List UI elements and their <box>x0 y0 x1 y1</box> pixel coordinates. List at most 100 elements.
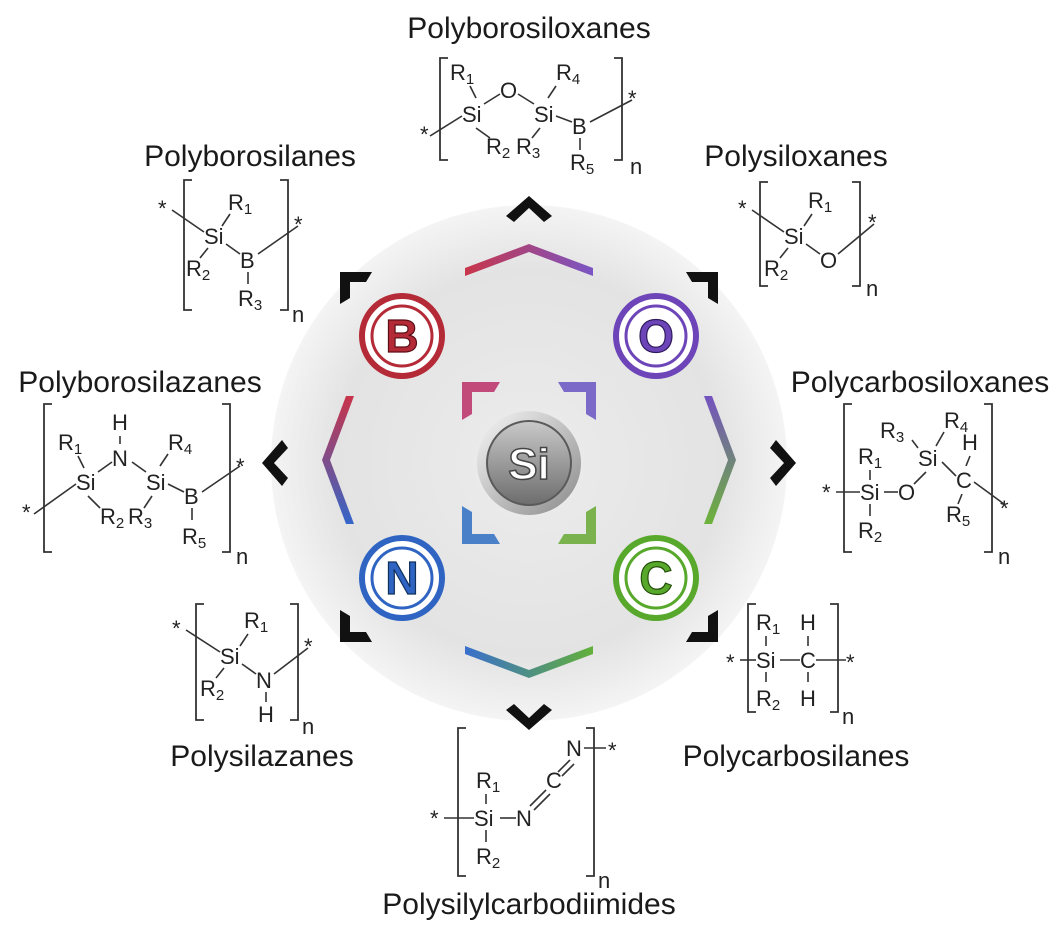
chevron-up-icon <box>506 196 552 222</box>
element-badge-b: B <box>359 293 445 379</box>
structure-polyborosiloxanes: * * n Si R1 O Si R4 R2 R3 B R5 <box>420 57 642 179</box>
connector-right <box>704 396 736 524</box>
svg-text:B: B <box>572 114 587 139</box>
svg-text:N: N <box>385 552 418 604</box>
svg-text:R1: R1 <box>476 768 500 796</box>
svg-text:H: H <box>800 610 816 635</box>
svg-text:R2: R2 <box>200 676 224 704</box>
structure-polysilylcarbodiimides: * * n Si R1 R2 N C N <box>430 727 617 893</box>
svg-text:R2: R2 <box>186 256 210 284</box>
label-polyborosilanes: Polyborosilanes <box>144 140 356 173</box>
svg-text:*: * <box>420 122 429 147</box>
svg-text:Si: Si <box>474 806 494 831</box>
structure-polysiloxanes: * * n Si R1 R2 O <box>738 181 878 301</box>
svg-text:R5: R5 <box>946 502 970 530</box>
structure-polysilazanes: * * n Si R1 R2 N H <box>172 603 314 739</box>
svg-text:R3: R3 <box>128 504 152 532</box>
si-badge <box>486 420 572 506</box>
element-badge-o: O <box>613 293 699 379</box>
svg-text:O: O <box>820 248 837 273</box>
svg-text:H: H <box>800 686 816 711</box>
svg-text:R1: R1 <box>58 430 82 458</box>
svg-text:N: N <box>516 806 532 831</box>
svg-text:R2: R2 <box>858 518 882 546</box>
corner-chevron-tl-icon <box>340 272 372 304</box>
svg-text:Si: Si <box>756 648 776 673</box>
svg-text:B: B <box>240 248 255 273</box>
svg-text:*: * <box>430 806 439 831</box>
svg-text:Si: Si <box>860 480 880 505</box>
svg-text:R1: R1 <box>244 608 268 636</box>
svg-text:B: B <box>184 484 199 509</box>
svg-text:C: C <box>546 768 562 793</box>
svg-text:C: C <box>639 552 672 604</box>
svg-text:O: O <box>638 310 674 362</box>
label-polysilazanes: Polysilazanes <box>170 740 353 773</box>
svg-text:R4: R4 <box>944 408 968 436</box>
svg-text:n: n <box>842 704 854 729</box>
svg-text:Si: Si <box>534 102 554 127</box>
svg-text:R1: R1 <box>756 610 780 638</box>
label-polyborosiloxanes: Polyborosiloxanes <box>407 12 650 45</box>
svg-text:R4: R4 <box>168 430 192 458</box>
element-badge-n: N <box>359 535 445 621</box>
svg-text:*: * <box>868 210 877 235</box>
svg-text:n: n <box>302 714 314 739</box>
svg-text:H: H <box>258 702 274 727</box>
svg-text:R1: R1 <box>808 188 832 216</box>
chevron-left-icon <box>262 440 288 486</box>
corner-chevron-tr-icon <box>686 272 718 304</box>
svg-text:R5: R5 <box>182 524 206 552</box>
svg-text:n: n <box>866 276 878 301</box>
label-polysiloxanes: Polysiloxanes <box>704 140 887 173</box>
svg-text:*: * <box>822 480 831 505</box>
svg-text:n: n <box>630 154 642 179</box>
svg-text:R2: R2 <box>476 844 500 872</box>
structure-polyborosilanes: * * n Si R1 R2 B R3 <box>158 179 304 327</box>
chevron-down-icon <box>506 704 552 730</box>
svg-text:*: * <box>738 196 747 221</box>
structure-polyborosilazanes: * * n Si R1 N H Si R4 R2 R3 B R5 <box>22 403 248 569</box>
connector-top <box>465 244 593 276</box>
svg-text:*: * <box>22 500 31 525</box>
svg-text:*: * <box>236 454 245 479</box>
corner-chevron-br-icon <box>686 610 718 642</box>
svg-text:N: N <box>566 736 582 761</box>
svg-text:H: H <box>112 410 128 435</box>
svg-text:R1: R1 <box>450 60 474 88</box>
svg-text:R5: R5 <box>570 150 594 178</box>
svg-text:H: H <box>962 430 978 455</box>
svg-text:n: n <box>236 544 248 569</box>
svg-text:Si: Si <box>146 470 166 495</box>
element-badge-c: C <box>613 535 699 621</box>
svg-text:Si: Si <box>784 224 804 249</box>
connector-left <box>322 396 354 524</box>
structure-polycarbosilanes: * * n Si R1 R2 C H H <box>726 603 855 729</box>
svg-text:*: * <box>304 634 313 659</box>
svg-text:n: n <box>292 302 304 327</box>
outer-chevrons <box>262 196 796 730</box>
svg-text:*: * <box>726 650 735 675</box>
svg-text:R2: R2 <box>764 256 788 284</box>
svg-text:R4: R4 <box>556 60 580 88</box>
svg-text:*: * <box>628 86 637 111</box>
svg-text:R2: R2 <box>756 686 780 714</box>
svg-text:R2: R2 <box>100 504 124 532</box>
si-corner-arrows <box>462 382 596 544</box>
svg-text:N: N <box>112 446 128 471</box>
svg-text:O: O <box>500 78 517 103</box>
si-symbol: Si <box>508 440 550 489</box>
svg-text:Si: Si <box>76 470 96 495</box>
svg-text:Si: Si <box>220 644 240 669</box>
label-polycarbosiloxanes: Polycarbosiloxanes <box>791 366 1049 399</box>
svg-text:*: * <box>172 616 181 641</box>
svg-text:*: * <box>846 650 855 675</box>
svg-text:R2: R2 <box>486 134 510 162</box>
chevron-right-icon <box>770 440 796 486</box>
svg-text:Si: Si <box>462 102 482 127</box>
svg-text:n: n <box>998 544 1010 569</box>
svg-text:B: B <box>385 310 418 362</box>
svg-text:Si: Si <box>204 224 224 249</box>
svg-text:O: O <box>898 480 915 505</box>
svg-text:n: n <box>598 868 610 893</box>
